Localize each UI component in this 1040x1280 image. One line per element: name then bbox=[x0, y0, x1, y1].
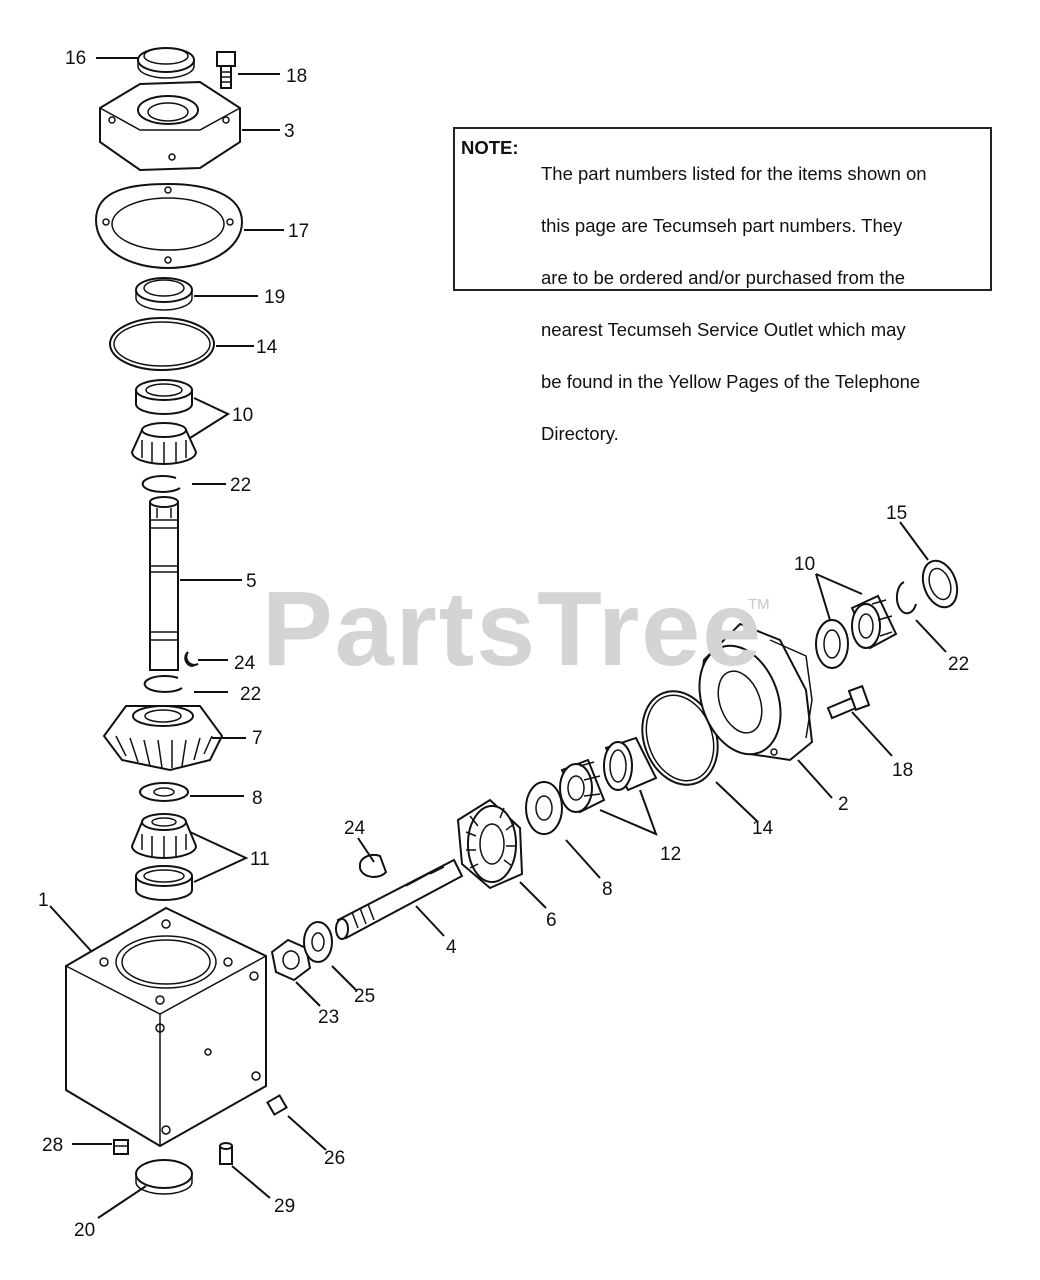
callout-1: 1 bbox=[38, 890, 49, 911]
part-11-bearing bbox=[130, 813, 198, 901]
callout-19: 19 bbox=[264, 287, 285, 308]
part-3-cover-plate bbox=[99, 80, 241, 172]
part-8-washer bbox=[525, 781, 563, 835]
part-29-fitting bbox=[219, 1142, 233, 1165]
part-26-plug bbox=[266, 1094, 288, 1116]
part-18-bolt bbox=[216, 51, 236, 89]
callout-18: 18 bbox=[892, 760, 913, 781]
part-28-plug bbox=[113, 1139, 129, 1155]
callout-29: 29 bbox=[274, 1196, 295, 1217]
trademark-mark: TM bbox=[748, 596, 770, 613]
part-14-o-ring bbox=[109, 317, 215, 371]
part-24-key bbox=[184, 651, 199, 668]
callout-14: 14 bbox=[752, 818, 774, 839]
callout-8: 8 bbox=[252, 788, 263, 809]
part-22-snap-ring bbox=[141, 474, 181, 493]
part-2-bearing-housing bbox=[698, 622, 814, 762]
part-1-gearbox-housing bbox=[65, 906, 267, 1148]
callout-7: 7 bbox=[252, 728, 263, 749]
callout-8: 8 bbox=[602, 879, 613, 900]
callout-4: 4 bbox=[446, 937, 457, 958]
part-8-washer bbox=[139, 782, 189, 802]
note-line: Directory. bbox=[541, 423, 619, 444]
part-12-bearing bbox=[559, 736, 658, 814]
callout-22: 22 bbox=[948, 654, 969, 675]
callout-10: 10 bbox=[794, 554, 815, 575]
callout-labels: 16 18 3 17 19 14 10 22 5 24 22 7 8 11 1 … bbox=[38, 48, 969, 1241]
callout-6: 6 bbox=[546, 910, 557, 931]
callout-10: 10 bbox=[232, 405, 253, 426]
part-10-bearing bbox=[130, 379, 198, 465]
note-line: nearest Tecumseh Service Outlet which ma… bbox=[541, 319, 906, 340]
callout-14: 14 bbox=[256, 337, 278, 358]
note-text: The part numbers listed for the items sh… bbox=[541, 135, 986, 473]
note-line: this page are Tecumseh part numbers. The… bbox=[541, 215, 903, 236]
part-22-snap-ring bbox=[895, 581, 917, 615]
callout-20: 20 bbox=[74, 1220, 95, 1241]
callout-17: 17 bbox=[288, 221, 309, 242]
part-22-snap-ring bbox=[143, 674, 183, 693]
part-15-seal bbox=[921, 559, 959, 609]
callout-24: 24 bbox=[234, 653, 256, 674]
leader-lines bbox=[49, 57, 947, 1219]
callout-3: 3 bbox=[284, 121, 295, 142]
callout-26: 26 bbox=[324, 1148, 345, 1169]
part-18-bolt bbox=[826, 684, 871, 720]
callout-16: 16 bbox=[65, 48, 86, 69]
callout-25: 25 bbox=[354, 986, 375, 1007]
part-6-bevel-gear bbox=[456, 798, 524, 890]
part-10-bearing bbox=[815, 594, 898, 669]
callout-22: 22 bbox=[230, 475, 251, 496]
part-16-seal bbox=[137, 47, 195, 79]
callout-5: 5 bbox=[246, 571, 257, 592]
part-24-woodruff-key bbox=[358, 854, 388, 878]
callout-28: 28 bbox=[42, 1135, 63, 1156]
part-23-nut bbox=[270, 938, 312, 982]
note-box: NOTE: The part numbers listed for the it… bbox=[453, 127, 992, 444]
callout-12: 12 bbox=[660, 844, 681, 865]
part-20-cap bbox=[135, 1159, 193, 1195]
note-line: be found in the Yellow Pages of the Tele… bbox=[541, 371, 921, 392]
callout-2: 2 bbox=[838, 794, 849, 815]
callout-24: 24 bbox=[344, 818, 366, 839]
part-19-seal bbox=[135, 277, 193, 311]
part-5-shaft bbox=[149, 496, 179, 671]
part-17-gasket bbox=[94, 182, 244, 270]
part-4-shaft bbox=[335, 858, 464, 940]
part-25-washer bbox=[303, 921, 333, 963]
note-line: are to be ordered and/or purchased from … bbox=[541, 267, 906, 288]
callout-23: 23 bbox=[318, 1007, 339, 1028]
callout-18: 18 bbox=[286, 66, 307, 87]
callout-11: 11 bbox=[250, 849, 270, 870]
note-line: The part numbers listed for the items sh… bbox=[541, 163, 927, 184]
part-7-bevel-gear bbox=[102, 705, 224, 772]
callout-15: 15 bbox=[886, 503, 907, 524]
callout-22: 22 bbox=[240, 684, 261, 705]
note-label: NOTE: bbox=[461, 137, 519, 158]
